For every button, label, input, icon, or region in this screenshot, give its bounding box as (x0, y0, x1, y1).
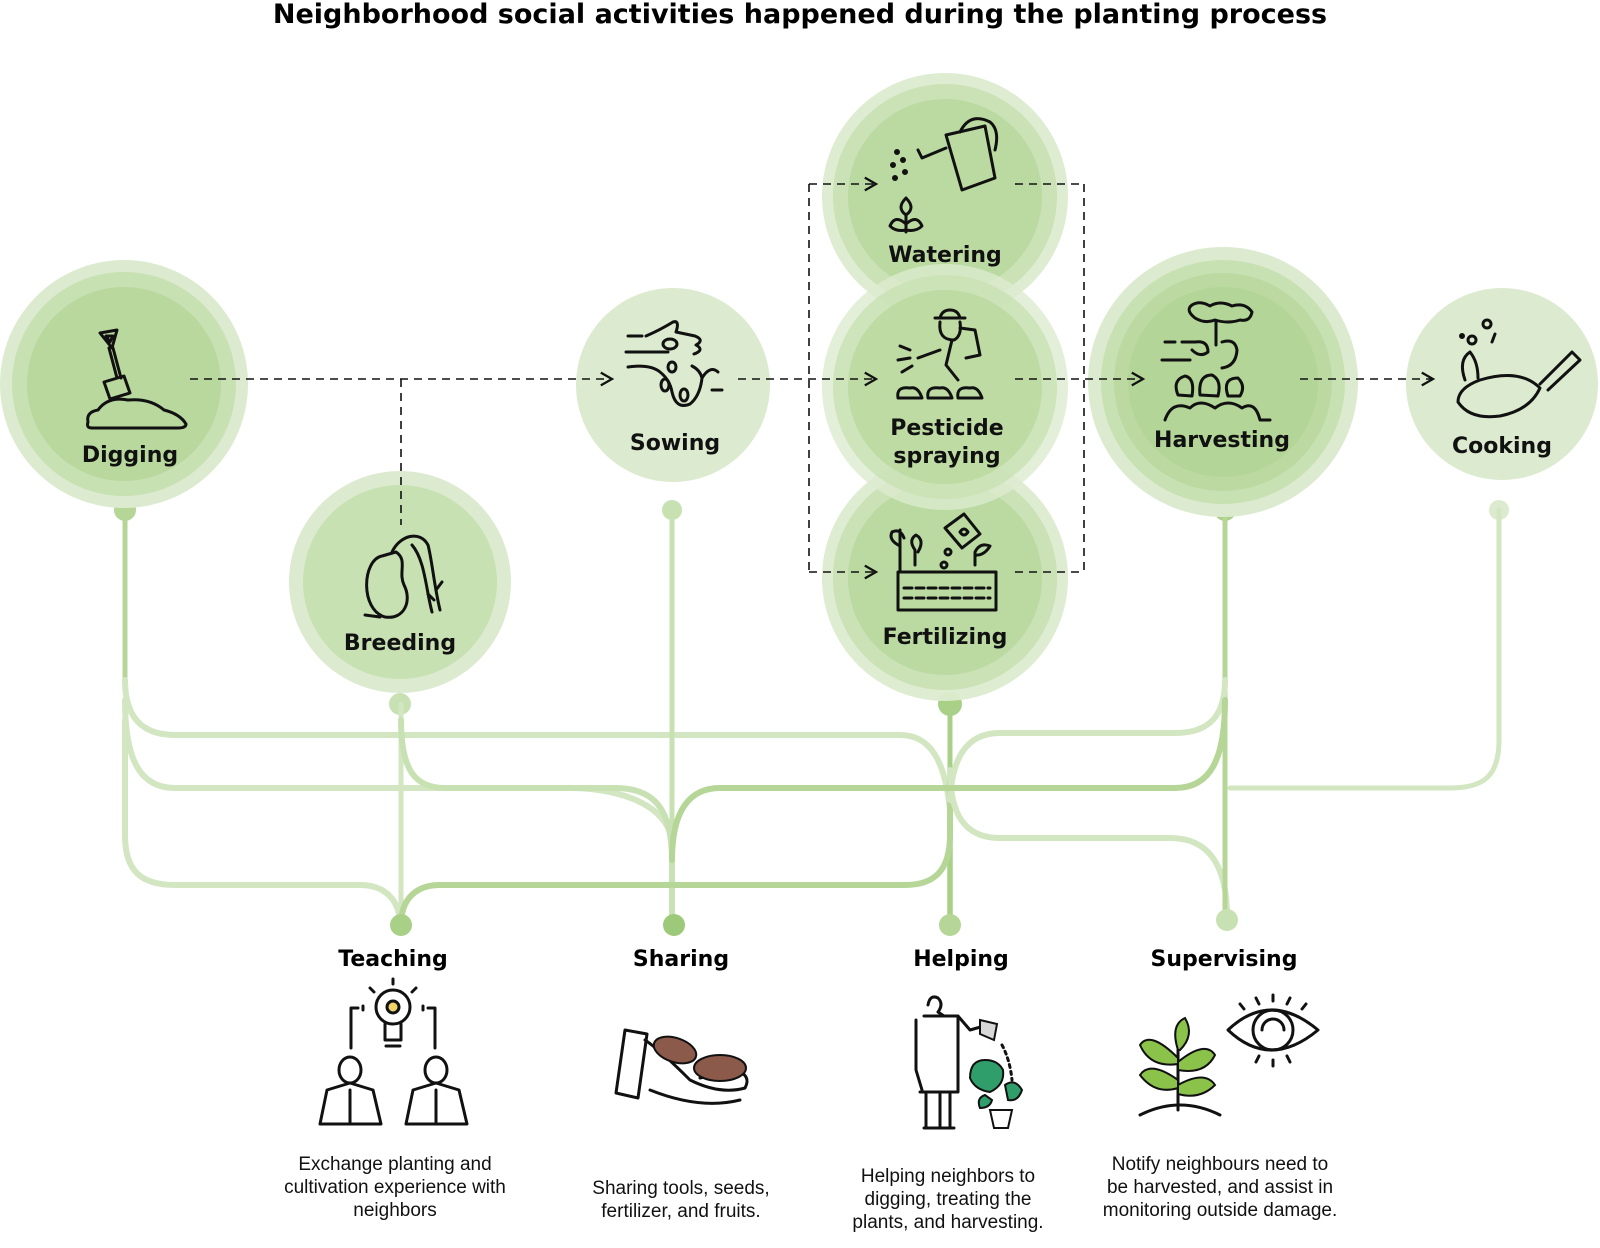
connector-harvesting-sharing (669, 697, 1228, 863)
plant-and-eye-icon (1138, 993, 1320, 1117)
activity-desc-sharing: Sharing tools, seeds, fertilizer, and fr… (592, 1178, 770, 1222)
stage-watering (822, 73, 1068, 319)
stage-digging (0, 260, 248, 508)
wok-pan-icon (1456, 318, 1582, 419)
stage-label-pesticide-line2: spraying (893, 444, 1000, 469)
connector-fertilizing-supervising (947, 767, 1230, 913)
watering-can-icon (888, 117, 999, 234)
activity-desc-supervising: Notify neighbours need to be harvested, … (1102, 1154, 1338, 1221)
flow-arrows (190, 176, 1436, 580)
stage-label-watering: Watering (888, 243, 1002, 268)
teaching-dot (390, 914, 412, 936)
stage-label-harvesting: Harvesting (1154, 428, 1290, 453)
activity-desc-teaching: Exchange planting and cultivation experi… (284, 1154, 506, 1221)
connector-digging-helping (122, 677, 953, 923)
hand-sowing-seeds-icon (624, 320, 724, 407)
activity-desc-helping: Helping neighbors to digging, treating t… (852, 1166, 1044, 1233)
supervising-dot (1216, 909, 1238, 931)
stage-label-digging: Digging (82, 443, 178, 468)
connector-fertilizing-teaching (398, 777, 953, 928)
stage-harvesting (1088, 247, 1358, 517)
diagram-title: Neighborhood social activities happened … (272, 0, 1328, 30)
activity-title-sharing: Sharing (632, 947, 730, 972)
sprouting-seed-icon (363, 534, 444, 619)
hand-with-seeds-icon (614, 1028, 749, 1105)
sharing-dot (663, 914, 685, 936)
activity-title-teaching: Teaching (338, 947, 448, 972)
shovel-icon (86, 328, 188, 430)
carrot-harvest-icon (1160, 301, 1272, 422)
farmer-spraying-icon (896, 308, 984, 400)
activity-title-supervising: Supervising (1150, 947, 1298, 972)
stage-label-cooking: Cooking (1452, 434, 1552, 459)
stage-cooking (1406, 288, 1598, 480)
connector-cooking-sharing (1227, 507, 1502, 791)
stage-label-pesticide-line1: Pesticide (890, 416, 1003, 441)
connector-harvesting-helping (947, 677, 1228, 803)
helping-dot (939, 914, 961, 936)
stage-label-breeding: Breeding (344, 631, 456, 656)
stage-label-fertilizing: Fertilizing (883, 625, 1008, 650)
activity-title-helping: Helping (913, 947, 1009, 972)
stage-breeding (289, 471, 511, 693)
stage-label-sowing: Sowing (630, 431, 720, 456)
connector-digging-teaching (122, 717, 403, 928)
people-lightbulb-icon (318, 977, 469, 1126)
stage-sowing (576, 288, 770, 482)
gardener-watering-plant-icon (914, 995, 1024, 1130)
connector-network (114, 499, 1509, 936)
connector-breeding-sharing (398, 717, 675, 863)
fertilizer-bag-icon (889, 512, 998, 612)
